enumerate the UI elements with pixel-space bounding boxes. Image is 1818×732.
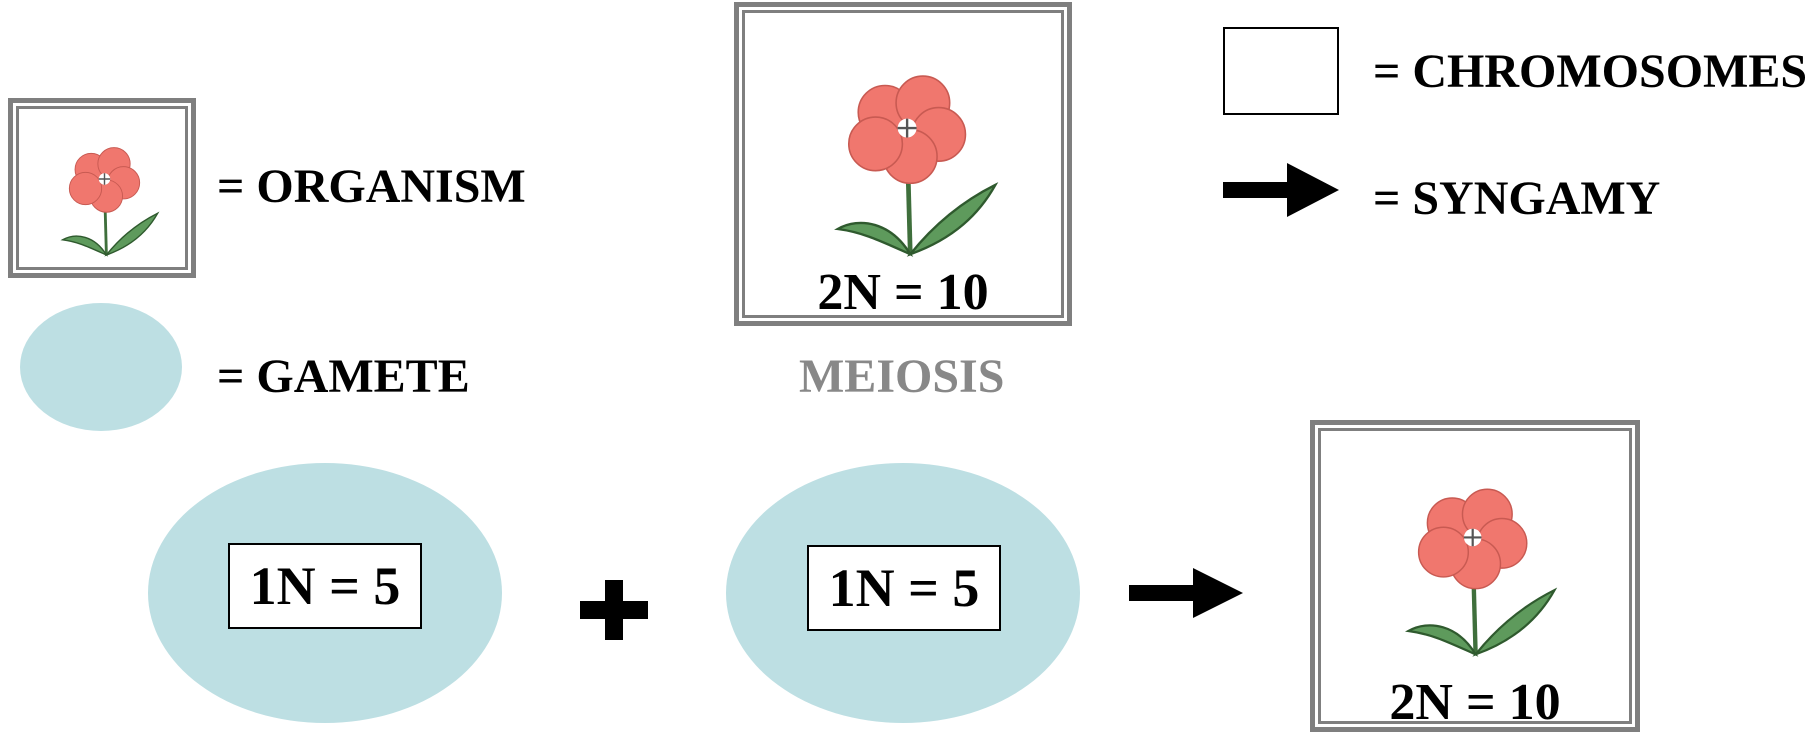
arrow-icon (1223, 163, 1339, 217)
legend-gamete-symbol (20, 303, 182, 431)
offspring-ploidy: 2N = 10 (1389, 674, 1561, 731)
legend-organism-symbol (8, 98, 196, 278)
gamete-left-chromosomes: 1N = 5 (228, 543, 422, 629)
gamete-right: 1N = 5 (726, 463, 1080, 723)
gamete-right-chromosomes: 1N = 5 (807, 545, 1001, 631)
flower-icon (61, 146, 160, 257)
legend-chromosomes-label: = CHROMOSOMES (1373, 45, 1808, 98)
legend-organism-label: = ORGANISM (217, 160, 526, 213)
parent-organism: 2N = 10 (734, 2, 1072, 326)
flower-icon (815, 65, 1015, 270)
meiosis-label: MEIOSIS (799, 350, 1005, 403)
gamete-left: 1N = 5 (148, 463, 502, 723)
legend-gamete-label: = GAMETE (217, 350, 470, 403)
plus-icon (580, 580, 648, 640)
offspring-organism: 2N = 10 (1310, 420, 1640, 732)
arrow-icon (1129, 568, 1243, 618)
legend-chromosomes-symbol (1223, 27, 1339, 115)
flower-icon (1385, 479, 1575, 669)
parent-ploidy: 2N = 10 (817, 264, 989, 321)
legend-syngamy-label: = SYNGAMY (1373, 172, 1661, 225)
